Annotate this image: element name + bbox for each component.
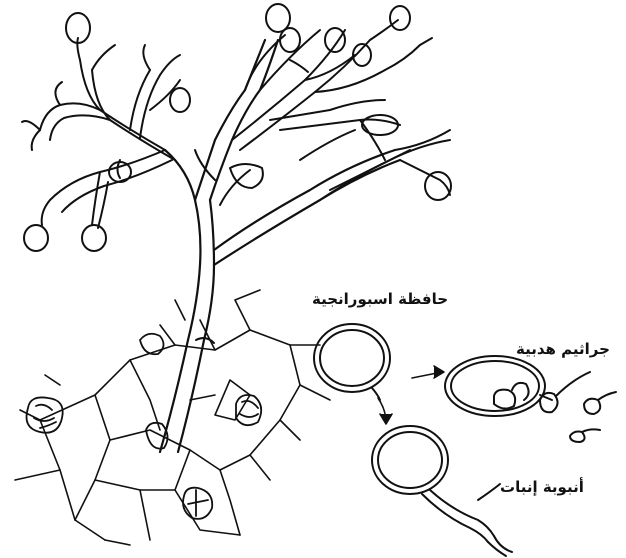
arrows [378, 366, 444, 424]
label-germ-tube: أنبوبة إنبات [500, 478, 584, 496]
detached-sporangium [314, 324, 390, 400]
label-sporangium: حافظة اسبورانجية [312, 290, 448, 308]
germinating-sporangium [372, 426, 512, 556]
zoospore-release [445, 356, 616, 442]
label-zoospores: جراثيم هدبية [516, 340, 610, 358]
left-branches [22, 38, 180, 228]
host-cell-nuclei [27, 334, 262, 519]
